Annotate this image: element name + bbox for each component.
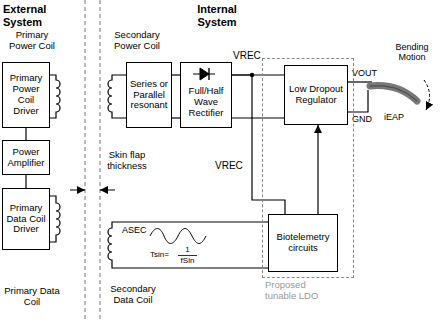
coil-symbol bbox=[108, 222, 268, 268]
signal-name: VREC bbox=[214, 160, 244, 172]
coil-label: Secondary Data Coil bbox=[100, 284, 166, 306]
pin-name: GND bbox=[352, 114, 372, 124]
node-label: Primary Power Coil Driver bbox=[5, 73, 47, 117]
box-body: Power Amplifier bbox=[3, 141, 49, 174]
amplifier-box: Power Amplifier bbox=[2, 140, 50, 175]
connector bbox=[172, 117, 180, 118]
box-body: Series or Parallel resonant bbox=[127, 63, 171, 127]
driver-box: Primary Data Coil Driver bbox=[2, 188, 50, 250]
node-label: Primary Data Coil Driver bbox=[5, 203, 47, 236]
connector-layer bbox=[26, 75, 318, 214]
box-body: Biotelemetry circuits bbox=[269, 215, 337, 271]
fraction-bar bbox=[178, 255, 197, 256]
node-label: Proposed tunable LDO bbox=[265, 280, 337, 302]
connector bbox=[25, 128, 26, 140]
ieap-electrode bbox=[370, 86, 417, 101]
coil-symbol bbox=[50, 196, 60, 242]
formula-text: Tsin= bbox=[150, 250, 169, 259]
part-name: iEAP bbox=[384, 112, 404, 122]
regulator-box: Low Dropout Regulator bbox=[284, 65, 348, 125]
coil-label: Secondary Power Coil bbox=[104, 30, 170, 52]
node-label: Low Dropout Regulator bbox=[287, 84, 345, 106]
box-text: Biotelemetry circuits bbox=[271, 232, 335, 254]
biotelemetry-box: Biotelemetry circuits bbox=[268, 214, 338, 272]
node-label: Full/Half Wave Rectifier bbox=[183, 86, 229, 119]
section-heading: Internal System bbox=[188, 3, 246, 28]
region-caption: Proposed tunable LDO bbox=[265, 280, 337, 302]
skin-boundary bbox=[85, 0, 86, 320]
connector bbox=[172, 74, 180, 75]
ieap-actuator bbox=[370, 86, 417, 101]
connector bbox=[232, 117, 284, 118]
diode-bar bbox=[208, 68, 209, 80]
box-body: Low Dropout Regulator bbox=[285, 66, 347, 124]
connector bbox=[232, 75, 285, 214]
thickness-arrow bbox=[100, 190, 115, 191]
box-body: Full/Half Wave Rectifier bbox=[181, 63, 231, 127]
coil-label: Primary Power Coil bbox=[2, 30, 62, 52]
section-heading: External System bbox=[3, 3, 65, 28]
formula-text: 1 bbox=[179, 245, 196, 254]
box-text: Low Dropout Regulator bbox=[287, 84, 345, 106]
pin-name: VOUT bbox=[352, 68, 377, 78]
connector bbox=[317, 125, 318, 214]
coil-label: Primary Data Coil bbox=[2, 286, 62, 308]
sine-wave bbox=[150, 229, 206, 244]
ground-wire bbox=[348, 90, 368, 112]
diode-symbol bbox=[200, 68, 209, 80]
box-text: Power Amplifier bbox=[5, 147, 47, 169]
ldo-region: Proposed tunable LDOLow Dropout Regulato… bbox=[262, 58, 354, 278]
motion-label: Bending Motion bbox=[386, 42, 438, 63]
formula-text: fSin bbox=[176, 256, 199, 265]
box-text: Series or Parallel resonant bbox=[129, 79, 169, 112]
output-wire bbox=[348, 81, 372, 82]
thickness-arrow bbox=[70, 190, 85, 191]
box-text: Primary Data Coil Driver bbox=[5, 203, 47, 236]
driver-box: Primary Power Coil Driver bbox=[2, 62, 50, 128]
bending-arrow bbox=[424, 80, 430, 110]
node-label: Series or Parallel resonant bbox=[129, 79, 169, 112]
box-text: Primary Power Coil Driver bbox=[5, 73, 47, 117]
coil-symbol bbox=[108, 75, 126, 118]
resonant-box: Series or Parallel resonant bbox=[126, 62, 172, 128]
signal-name: VREC bbox=[232, 50, 262, 62]
coil-symbol bbox=[50, 75, 60, 118]
box-body: Primary Data Coil Driver bbox=[3, 189, 49, 249]
rectifier-box: Full/Half Wave Rectifier bbox=[180, 62, 232, 128]
node-label: Biotelemetry circuits bbox=[271, 232, 335, 254]
box-body: Primary Power Coil Driver bbox=[3, 63, 49, 127]
node-label: Power Amplifier bbox=[5, 147, 47, 169]
box-text: Full/Half Wave Rectifier bbox=[183, 86, 229, 119]
dimension-label: Skin flap thickness bbox=[102, 150, 152, 172]
signal-name: ASEC bbox=[122, 225, 147, 235]
skin-boundary bbox=[100, 0, 101, 320]
connector bbox=[25, 175, 26, 188]
